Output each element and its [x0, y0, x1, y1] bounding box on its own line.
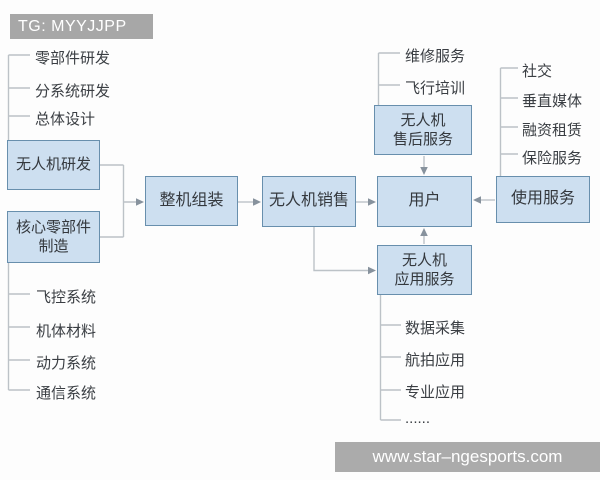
- node-application-service: 无人机 应用服务: [377, 245, 472, 295]
- list-item-ellipsis: ......: [405, 410, 431, 427]
- arrowhead-into-assembly: [136, 198, 144, 206]
- arrowhead-into-user-right: [473, 196, 481, 204]
- bracket-rd-inputs: [7, 54, 30, 140]
- list-item-insurance-service: 保险服务: [522, 150, 583, 167]
- list-item-communication-system: 通信系统: [36, 385, 97, 402]
- node-user: 用户: [377, 176, 472, 227]
- arrowhead-into-app: [368, 266, 376, 275]
- list-item-flight-control-system: 飞控系统: [36, 289, 97, 306]
- list-item-repair-service: 维修服务: [405, 48, 466, 65]
- list-item-subsystem-rd: 分系统研发: [35, 83, 111, 100]
- node-usage-service: 使用服务: [496, 176, 590, 223]
- list-item-flight-training: 飞行培训: [405, 80, 466, 97]
- bracket-parts-inputs: [7, 263, 30, 391]
- bracket-usage-services: [499, 67, 518, 176]
- watermark-bottom-banner: www.star–ngesports.com: [335, 442, 600, 472]
- list-item-power-system: 动力系统: [36, 355, 97, 372]
- connector-merge-to-assembly: [100, 164, 136, 238]
- list-item-vertical-media: 垂直媒体: [522, 93, 583, 110]
- bracket-app-services: [379, 295, 401, 421]
- list-item-social: 社交: [522, 63, 553, 80]
- list-item-professional-application: 专业应用: [405, 384, 466, 401]
- arrowhead-into-user-left: [368, 198, 376, 206]
- connector-sales-app: [313, 227, 368, 272]
- bracket-aftersales-services: [377, 52, 400, 105]
- list-item-data-collection: 数据采集: [405, 320, 466, 337]
- node-drone-sales: 无人机销售: [262, 176, 356, 227]
- node-aftersales-service: 无人机 售后服务: [374, 105, 472, 155]
- list-item-aerial-photography: 航拍应用: [405, 352, 466, 369]
- node-complete-assembly: 整机组装: [145, 176, 238, 226]
- arrowhead-into-user-bottom: [420, 228, 428, 236]
- arrowhead-into-user-top: [420, 167, 428, 175]
- list-item-airframe-materials: 机体材料: [36, 323, 97, 340]
- list-item-parts-rd: 零部件研发: [35, 50, 111, 67]
- watermark-top-banner: TG: MYYJJPP: [10, 14, 153, 39]
- list-item-financing-leasing: 融资租赁: [522, 122, 583, 139]
- list-item-overall-design: 总体设计: [35, 111, 96, 128]
- node-core-parts-manufacturing: 核心零部件 制造: [7, 211, 100, 263]
- arrowhead-into-sales: [253, 198, 261, 206]
- node-drone-rd: 无人机研发: [7, 140, 100, 190]
